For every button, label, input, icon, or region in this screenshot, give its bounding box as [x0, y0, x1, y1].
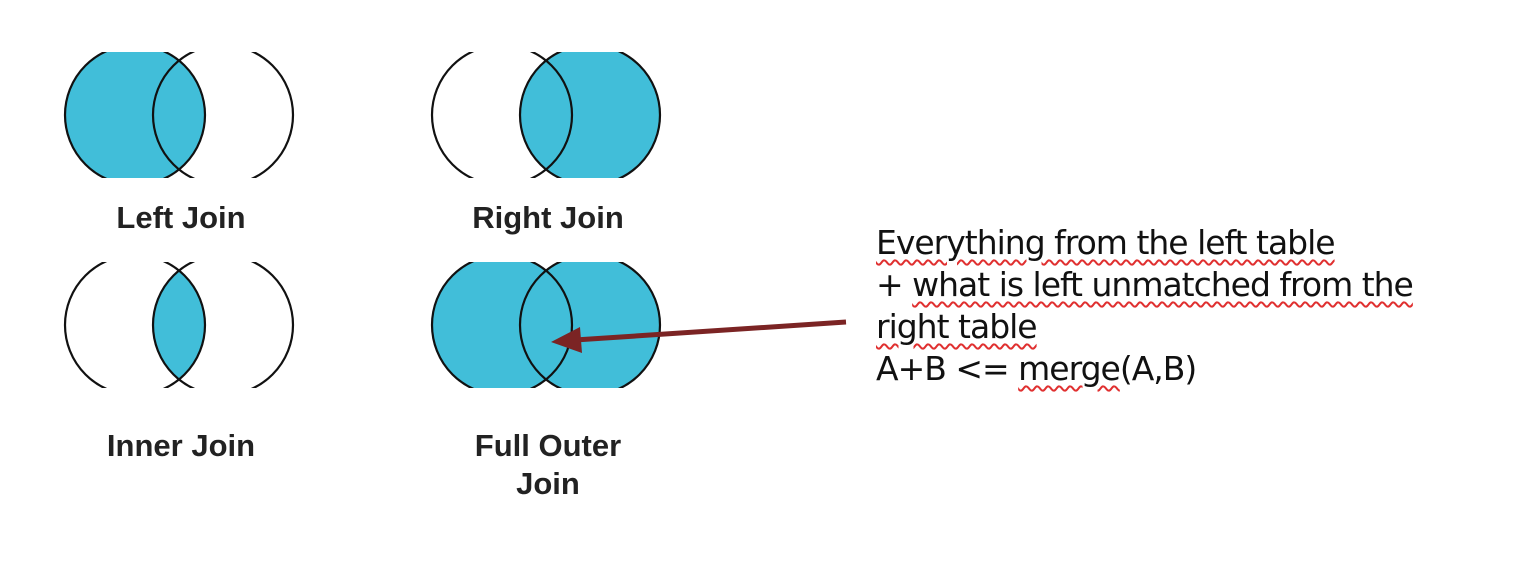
- venn-circle-a-outline: [430, 52, 574, 178]
- venn-circle-a-outline: [63, 262, 207, 388]
- venn-circle-a: [65, 52, 205, 178]
- arrow-shaft: [574, 319, 847, 343]
- annotation-line-4-text: merge: [1018, 349, 1121, 388]
- venn-circle-b-outline: [151, 262, 295, 388]
- annotation-line-2: + what is left unmatched from the: [876, 264, 1414, 306]
- annotation-line-2-prefix: +: [876, 265, 913, 304]
- annotation-line-3-text: right table: [876, 307, 1038, 346]
- venn-circle-b-outline: [151, 52, 295, 178]
- label-full-outer-join: Full Outer Join: [417, 427, 679, 503]
- venn-circle-a-outline: [63, 52, 207, 178]
- venn-right-join: [430, 52, 662, 178]
- annotation-line-4-prefix: A+B <=: [876, 349, 1019, 388]
- annotation-line-2-text: what is left unmatched from the: [912, 265, 1414, 304]
- venn-circle-b-outline: [518, 262, 662, 388]
- venn-inner-join: [63, 262, 295, 388]
- venn-circle-b: [520, 52, 660, 178]
- venn-left-join: [63, 52, 295, 178]
- venn-full-outer-join: [430, 262, 662, 388]
- venn-intersection: [153, 262, 205, 388]
- annotation-line-3: right table: [876, 306, 1413, 348]
- label-full-outer-join-line-1: Full Outer: [474, 428, 622, 463]
- venn-circle-b-outline: [518, 52, 662, 178]
- label-right-join: Right Join: [472, 200, 624, 235]
- annotation-text: Everything from the left table + what is…: [876, 222, 1414, 390]
- label-left-join: Left Join: [116, 200, 246, 235]
- annotation-line-1: Everything from the left table: [876, 222, 1413, 264]
- annotation-line-4-suffix: (A,B): [1119, 349, 1197, 388]
- venn-circle-a-outline: [430, 262, 574, 388]
- annotation-line-4: A+B <= merge(A,B): [876, 348, 1413, 390]
- label-full-outer-join-line-2: Join: [516, 466, 580, 501]
- venn-circle-b: [520, 262, 660, 388]
- label-inner-join: Inner Join: [106, 428, 256, 463]
- arrow-head: [551, 327, 582, 353]
- annotation-line-1-text: Everything from the left table: [876, 223, 1336, 262]
